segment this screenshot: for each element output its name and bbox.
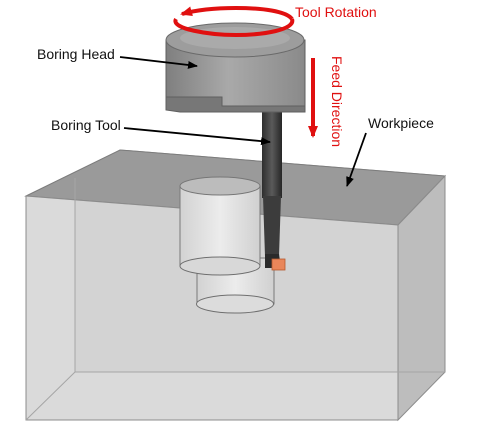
bore-upper-wall xyxy=(179,185,261,267)
boring-head-label: Boring Head xyxy=(37,46,115,62)
feed-direction-label: Feed Direction xyxy=(329,56,345,147)
cutting-insert xyxy=(271,258,286,271)
boring-tool xyxy=(262,112,286,271)
boring-head-leader xyxy=(119,56,198,69)
bore-top-opening xyxy=(179,176,261,196)
boring-tool-label: Boring Tool xyxy=(51,117,121,133)
rotation-arc-front xyxy=(173,17,295,38)
bore-step-rim xyxy=(179,256,261,276)
head-lower-step xyxy=(165,96,306,113)
tool-bar xyxy=(263,196,281,256)
tool-rotation-label: Tool Rotation xyxy=(295,4,377,20)
tool-rotation-arrow xyxy=(173,5,295,38)
bore-lower-rim xyxy=(196,294,274,314)
bore-hole xyxy=(179,176,275,314)
boring-tool-leader xyxy=(123,127,271,146)
workpiece-leader xyxy=(346,132,367,187)
tool-shank xyxy=(262,112,282,198)
workpiece-hidden-edge xyxy=(25,371,76,421)
rotation-arc-back xyxy=(180,5,294,21)
workpiece-label: Workpiece xyxy=(368,115,434,131)
